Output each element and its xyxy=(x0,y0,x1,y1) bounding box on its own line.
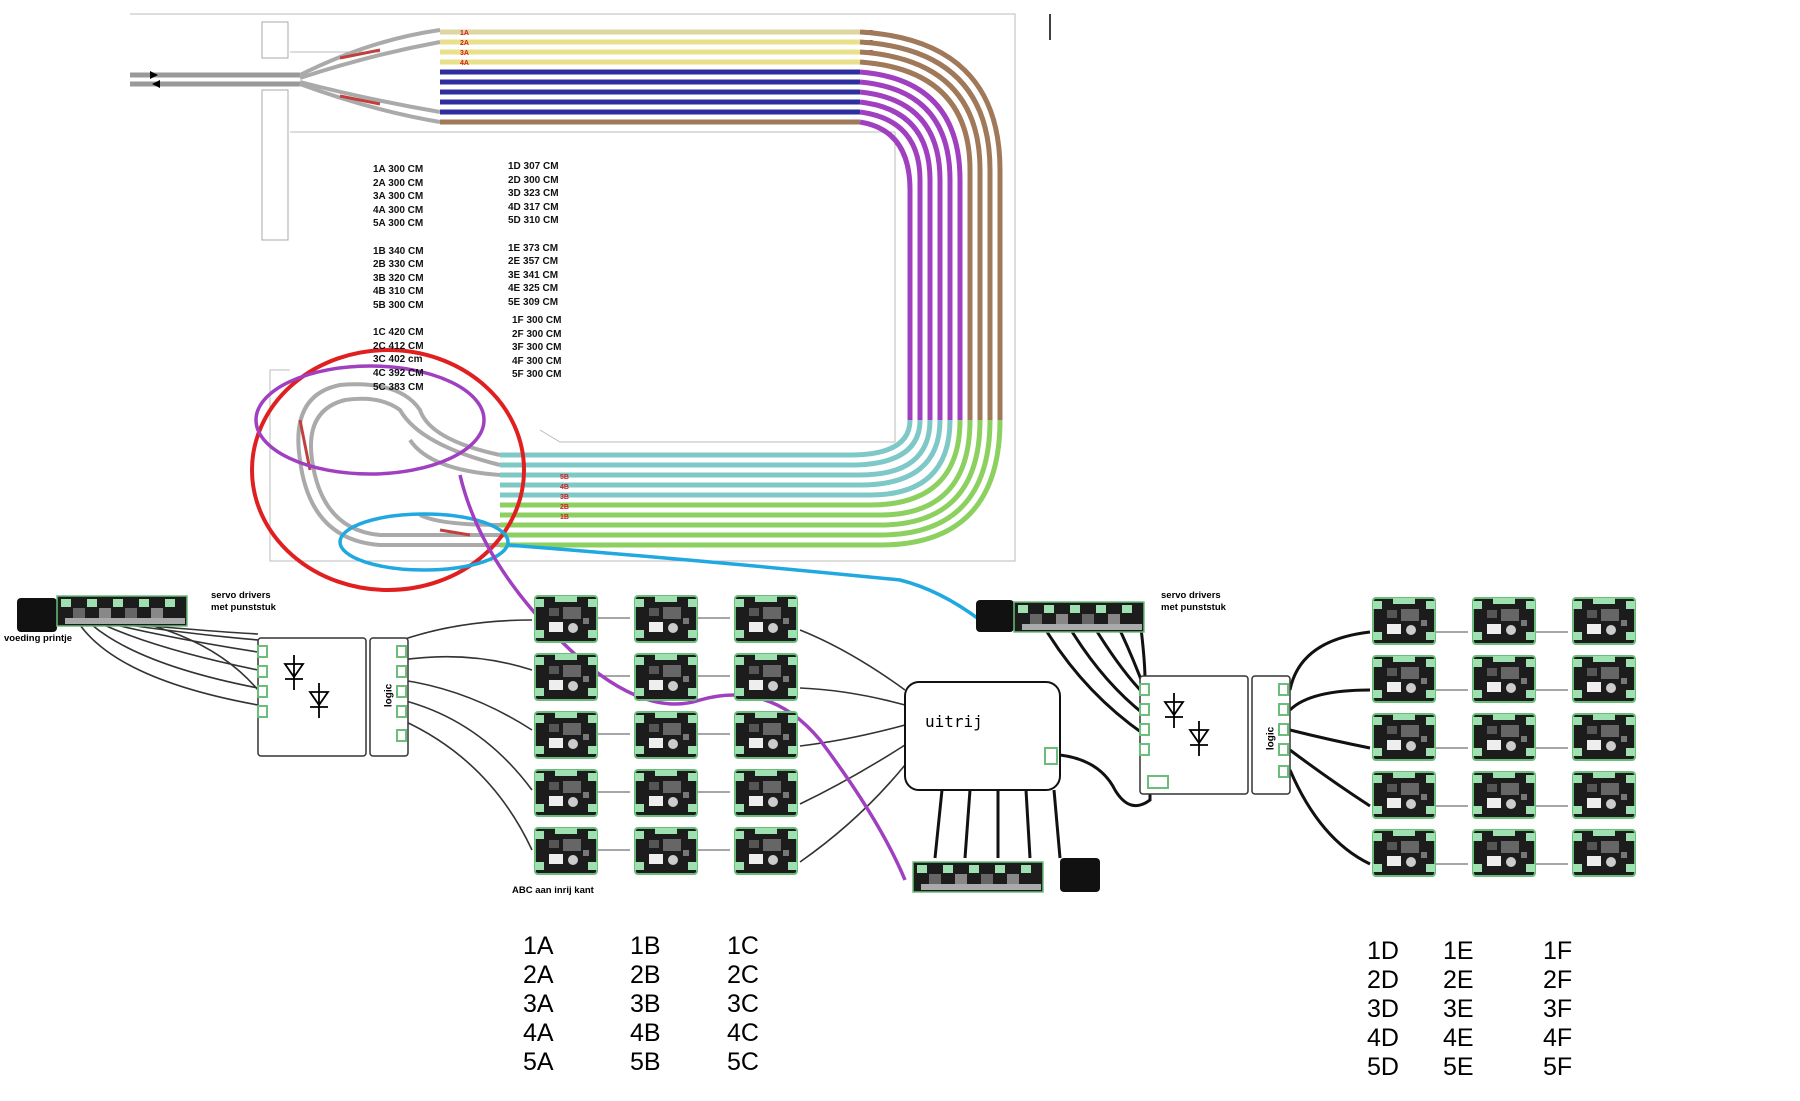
group-label: 1B xyxy=(630,932,661,960)
track-length-col1-5 xyxy=(373,231,424,245)
group-label: 4F xyxy=(1543,1024,1573,1052)
group-label: 3C xyxy=(727,990,759,1018)
group-label: 5F xyxy=(1543,1053,1573,1081)
group-label: 4E xyxy=(1443,1024,1474,1052)
track-length-col1-4: 5A 300 CM xyxy=(373,218,424,230)
uitrij-label: uitrij xyxy=(925,712,983,731)
track-length-col3-0: 1F 300 CM xyxy=(512,315,562,326)
svg-text:2A: 2A xyxy=(460,40,469,47)
group-label: 4A xyxy=(523,1019,554,1047)
track-length-col2-3: 4D 317 CM xyxy=(508,201,559,213)
abc-caption: ABC aan inrij kant xyxy=(512,885,594,896)
track-length-col1-15: 4C 392 CM xyxy=(373,367,424,379)
svg-text:3B: 3B xyxy=(560,494,569,501)
track-length-col1-2: 3A 300 CM xyxy=(373,191,424,203)
svg-text:3A: 3A xyxy=(460,50,469,57)
track-length-col1-16: 5C 383 CM xyxy=(373,381,424,393)
svg-text:2B: 2B xyxy=(560,504,569,511)
group-label: 2C xyxy=(727,961,759,989)
group-label: 3F xyxy=(1543,995,1573,1023)
group-label: 3B xyxy=(630,990,661,1018)
red-circle xyxy=(250,348,526,592)
track-length-col1-8: 3B 320 CM xyxy=(373,272,424,284)
group-label: 4B xyxy=(630,1019,661,1047)
track-plan: 1A 2A 3A 4A 1B 2B 3B xyxy=(130,13,1051,592)
power-supply-bottom xyxy=(1060,858,1100,892)
blue-ellipse xyxy=(338,512,510,572)
svg-text:5B: 5B xyxy=(560,474,569,481)
track-length-col2-5 xyxy=(508,228,559,242)
track-length-col1-7: 2B 330 CM xyxy=(373,259,424,271)
group-label: 2A xyxy=(523,961,554,989)
power-supply-left xyxy=(17,598,57,632)
track-length-col2-8: 3E 341 CM xyxy=(508,269,559,281)
track-length-col1-14: 3C 402 cm xyxy=(373,354,423,366)
group-label: 2E xyxy=(1443,966,1474,994)
group-label: 3D xyxy=(1367,995,1399,1023)
servo-label-right: servo drivers met punststuk xyxy=(1161,590,1226,613)
group-label: 1E xyxy=(1443,937,1474,965)
group-label: 1A xyxy=(523,932,554,960)
track-length-col1-12: 1C 420 CM xyxy=(373,327,424,339)
track-length-col1-3: 4A 300 CM xyxy=(373,204,424,216)
svg-text:4A: 4A xyxy=(460,60,469,67)
group-label: 5D xyxy=(1367,1053,1399,1081)
uitrij-box xyxy=(904,681,1061,791)
group-label: 5A xyxy=(523,1048,554,1076)
power-label: voeding printje xyxy=(4,633,73,644)
track-length-col2-1: 2D 300 CM xyxy=(508,174,559,186)
group-label: 5B xyxy=(630,1048,661,1076)
group-label: 3A xyxy=(523,990,554,1018)
track-length-col1-10: 5B 300 CM xyxy=(373,299,424,311)
group-label: 5E xyxy=(1443,1053,1474,1081)
track-length-col2-7: 2E 357 CM xyxy=(508,256,559,268)
group-label: 1D xyxy=(1367,937,1399,965)
track-length-col2-4: 5D 310 CM xyxy=(508,215,559,227)
track-length-col2-9: 4E 325 CM xyxy=(508,283,559,295)
track-length-col3-1: 2F 300 CM xyxy=(512,328,562,340)
group-label: 2F xyxy=(1543,966,1573,994)
track-length-col1-6: 1B 340 CM xyxy=(373,245,424,257)
group-label: 4D xyxy=(1367,1024,1399,1052)
group-label: 1F xyxy=(1543,937,1573,965)
track-length-col1-9: 4B 310 CM xyxy=(373,286,424,298)
power-supply-right xyxy=(976,600,1014,632)
servo-label-left: servo drivers met punststuk xyxy=(211,590,276,613)
purple-ellipse xyxy=(254,364,486,476)
svg-text:1A: 1A xyxy=(460,30,469,37)
track-length-col2-6: 1E 373 CM xyxy=(508,242,559,254)
logic-label-left: logic xyxy=(383,683,395,708)
svg-text:4B: 4B xyxy=(560,484,569,491)
track-length-col1-11 xyxy=(373,313,424,327)
group-label: 5C xyxy=(727,1048,759,1076)
track-length-col1-0: 1A 300 CM xyxy=(373,164,424,175)
track-length-col3-3: 4F 300 CM xyxy=(512,355,562,367)
svg-text:1B: 1B xyxy=(560,514,569,521)
diode-box-left xyxy=(257,637,367,757)
group-label: 2B xyxy=(630,961,661,989)
track-length-col1-1: 2A 300 CM xyxy=(373,177,424,189)
track-length-col2-2: 3D 323 CM xyxy=(508,188,559,200)
group-label: 4C xyxy=(727,1019,759,1047)
logic-label-right: logic xyxy=(1265,726,1277,751)
group-label: 2D xyxy=(1367,966,1399,994)
group-label: 3E xyxy=(1443,995,1474,1023)
group-label: 1C xyxy=(727,932,759,960)
track-length-col3-2: 3F 300 CM xyxy=(512,342,562,354)
track-length-col3-4: 5F 300 CM xyxy=(512,369,562,381)
track-length-col1-13: 2C 412 CM xyxy=(373,340,424,352)
components xyxy=(17,595,1636,893)
track-length-col2-10: 5E 309 CM xyxy=(508,296,559,308)
track-length-col2-0: 1D 307 CM xyxy=(508,161,559,172)
